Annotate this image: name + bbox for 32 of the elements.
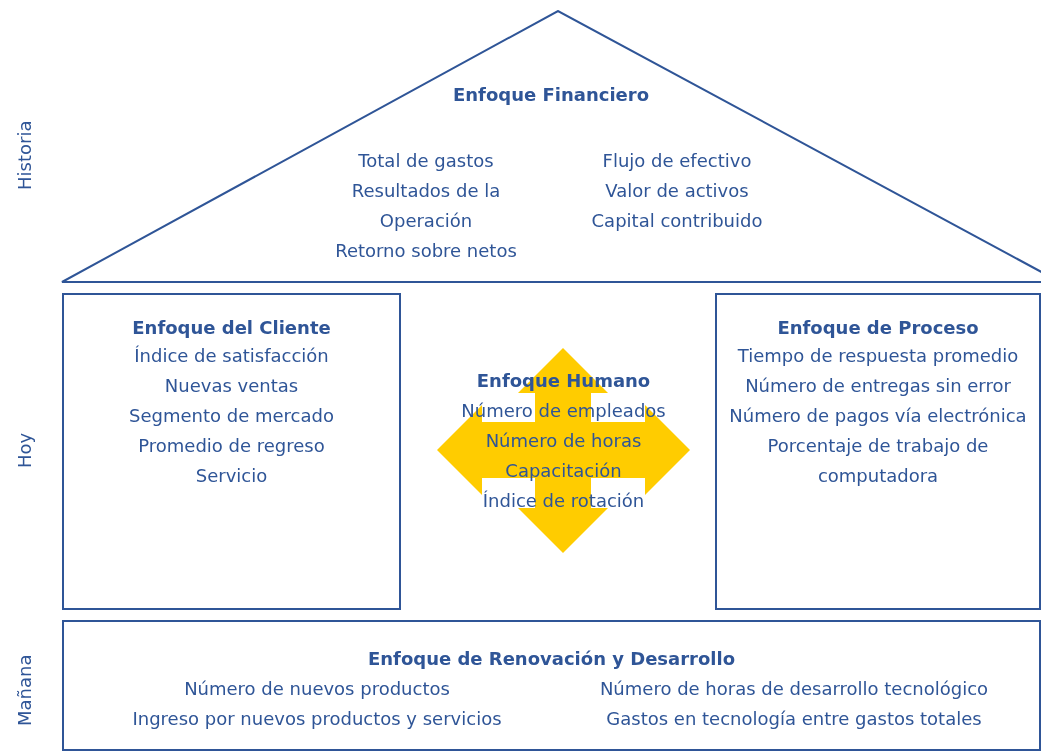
- metric-text: Porcentaje de trabajo de computadora: [766, 434, 990, 488]
- row-label: Mañana: [14, 653, 36, 728]
- metric-text: Número de horas de desarrollo tecnológico: [598, 677, 990, 701]
- metric-text: Valor de activos: [604, 179, 750, 203]
- metric-text: Total de gastos: [357, 149, 495, 173]
- four-way-arrow-shape: [437, 348, 690, 553]
- metric-text: Gastos en tecnología entre gastos totales: [605, 707, 983, 731]
- panel-box: [62, 620, 1041, 751]
- metric-text: Promedio de regreso: [137, 434, 326, 458]
- metric-text: Capital contribuido: [590, 209, 764, 233]
- metric-text: Capacitación: [504, 459, 623, 483]
- metric-text: Servicio: [194, 464, 269, 488]
- metric-text: Índice de satisfacción: [133, 344, 330, 368]
- panel-box: [62, 293, 401, 610]
- metric-text: Número de entregas sin error: [744, 374, 1012, 398]
- metric-text: Número de horas: [484, 429, 643, 453]
- section-heading: Enfoque de Proceso: [776, 316, 980, 340]
- section-heading: Enfoque del Cliente: [131, 316, 332, 340]
- metric-text: Nuevas ventas: [163, 374, 300, 398]
- metric-text: Segmento de mercado: [128, 404, 335, 428]
- row-label: Historia: [14, 119, 36, 192]
- metric-text: Número de nuevos productos: [183, 677, 451, 701]
- metric-text: Flujo de efectivo: [601, 149, 753, 173]
- metric-text: Tiempo de respuesta promedio: [736, 344, 1020, 368]
- metric-text: Ingreso por nuevos productos y servicios: [131, 707, 503, 731]
- section-heading: Enfoque de Renovación y Desarrollo: [366, 647, 737, 671]
- section-heading: Enfoque Financiero: [452, 83, 650, 107]
- metric-text: Número de pagos vía electrónica: [728, 404, 1028, 428]
- metric-text: Resultados de la Operación: [350, 179, 502, 233]
- panel-box: [715, 293, 1041, 610]
- metric-text: Retorno sobre netos: [334, 239, 518, 263]
- row-label: Hoy: [14, 431, 36, 470]
